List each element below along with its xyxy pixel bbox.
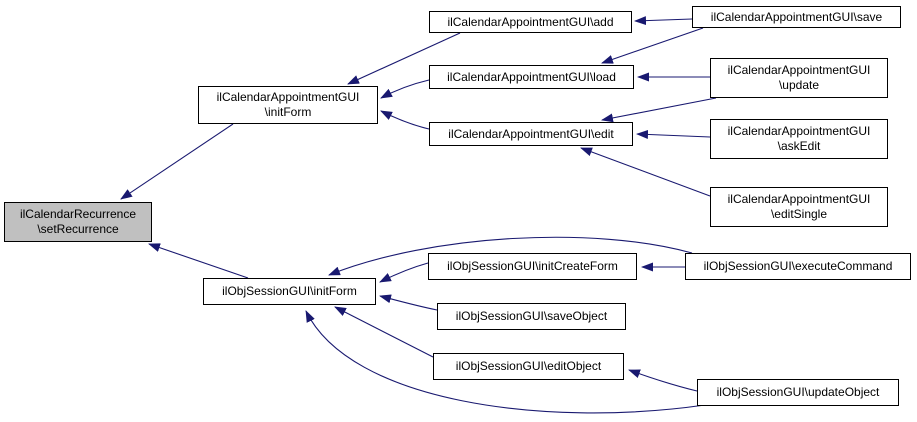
- node-label: ilObjSessionGUI\updateObject: [716, 385, 880, 399]
- node-label: \setRecurrence: [37, 222, 119, 236]
- node-label: ilCalendarAppointmentGUI\load: [447, 69, 616, 84]
- node-label: ilObjSessionGUI\editObject: [455, 359, 602, 373]
- node-label: ilCalendarAppointmentGUI\save: [710, 9, 883, 24]
- node-label: \update: [778, 78, 820, 92]
- edge-sess-edit-object-to-sess-init-form: [334, 306, 434, 358]
- node-sess-execute-command[interactable]: ilObjSessionGUI\executeCommand: [685, 253, 911, 280]
- node-label: ilObjSessionGUI\saveObject: [455, 309, 608, 323]
- node-sess-update-object[interactable]: ilObjSessionGUI\updateObject: [697, 379, 899, 406]
- edge-cal-save-to-cal-add: [634, 16, 693, 26]
- node-label: \askEdit: [777, 139, 821, 153]
- node-label: \initForm: [264, 105, 312, 119]
- node-cal-init-form[interactable]: ilCalendarAppointmentGUI \initForm: [198, 86, 378, 124]
- node-set-recurrence[interactable]: ilCalendarRecurrence \setRecurrence: [4, 202, 152, 242]
- edge-sess-init-create-form-to-sess-init-form: [379, 262, 429, 283]
- node-cal-load[interactable]: ilCalendarAppointmentGUI\load: [429, 65, 634, 89]
- edge-sess-update-object-to-sess-init-form: [305, 310, 706, 414]
- node-label: ilCalendarAppointmentGUI\add: [447, 14, 614, 29]
- node-label: ilCalendarAppointmentGUI: [727, 63, 871, 77]
- node-cal-ask-edit[interactable]: ilCalendarAppointmentGUI \askEdit: [710, 119, 888, 159]
- node-cal-update[interactable]: ilCalendarAppointmentGUI \update: [710, 58, 888, 98]
- node-sess-save-object[interactable]: ilObjSessionGUI\saveObject: [437, 303, 626, 330]
- edge-sess-update-object-to-sess-edit-object: [628, 369, 698, 392]
- edge-cal-init-form-to-set-recurrence: [120, 123, 234, 200]
- node-label: ilCalendarAppointmentGUI: [216, 90, 360, 104]
- node-sess-init-create-form[interactable]: ilObjSessionGUI\initCreateForm: [428, 253, 637, 280]
- edge-cal-ask-edit-to-cal-edit: [636, 129, 711, 139]
- node-cal-edit[interactable]: ilCalendarAppointmentGUI\edit: [429, 122, 633, 146]
- node-cal-save[interactable]: ilCalendarAppointmentGUI\save: [692, 6, 901, 28]
- node-sess-init-form[interactable]: ilObjSessionGUI\initForm: [203, 278, 376, 305]
- edge-cal-update-to-cal-edit: [601, 97, 717, 123]
- node-label: ilObjSessionGUI\initCreateForm: [447, 259, 618, 273]
- edge-cal-edit-single-to-cal-edit: [580, 147, 711, 197]
- node-label: \editSingle: [770, 207, 828, 221]
- edge-cal-edit-to-cal-init-form: [380, 110, 430, 130]
- edge-sess-save-object-to-sess-init-form: [379, 294, 438, 311]
- node-label: ilCalendarRecurrence: [19, 207, 137, 221]
- node-cal-edit-single[interactable]: ilCalendarAppointmentGUI \editSingle: [710, 187, 888, 227]
- node-sess-edit-object[interactable]: ilObjSessionGUI\editObject: [433, 353, 624, 380]
- node-label: ilObjSessionGUI\executeCommand: [703, 259, 893, 273]
- node-label: ilCalendarAppointmentGUI: [727, 124, 871, 138]
- edge-cal-add-to-cal-init-form: [347, 32, 461, 85]
- edge-cal-load-to-cal-init-form: [380, 79, 430, 99]
- node-label: ilObjSessionGUI\initForm: [222, 284, 357, 298]
- edge-sess-init-form-to-set-recurrence: [148, 243, 249, 279]
- node-cal-add[interactable]: ilCalendarAppointmentGUI\add: [429, 11, 632, 33]
- node-label: ilCalendarAppointmentGUI: [727, 192, 871, 206]
- edge-sess-execute-command-to-sess-init-form: [328, 236, 693, 276]
- node-label: ilCalendarAppointmentGUI\edit: [448, 126, 614, 141]
- edge-cal-save-to-cal-load: [601, 27, 704, 64]
